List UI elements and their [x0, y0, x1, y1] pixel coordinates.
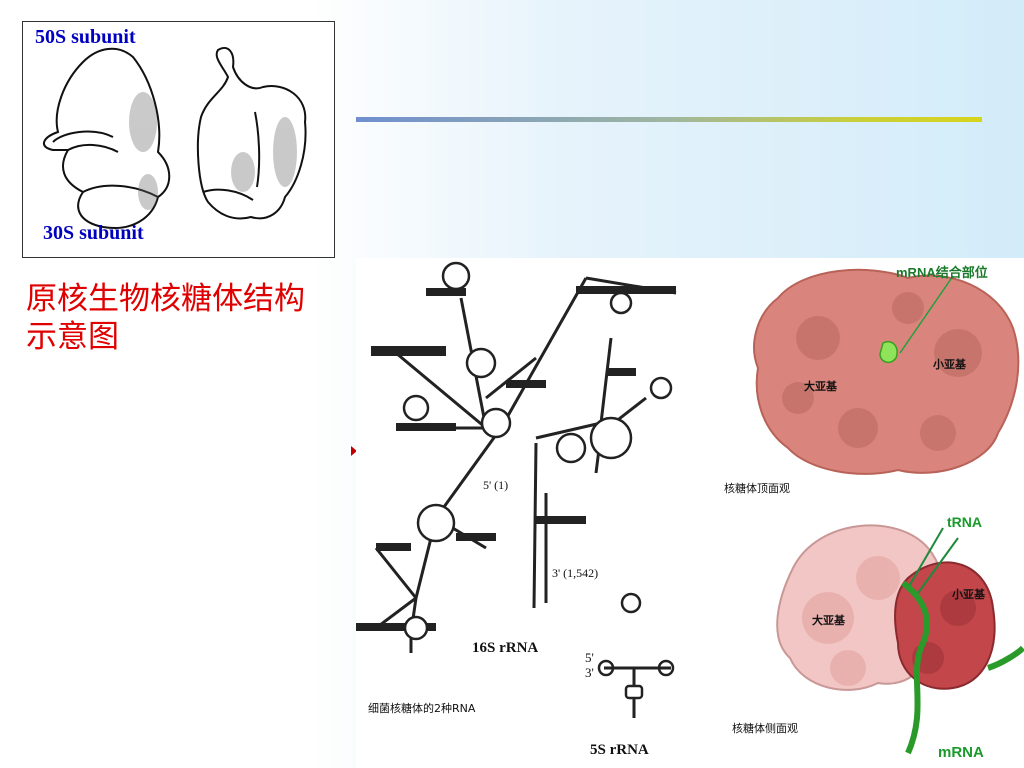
caption-line-1: 原核生物核糖体结构 — [26, 281, 305, 317]
label-side-large-subunit: 大亚基 — [812, 614, 845, 627]
label-mrna: mRNA — [938, 744, 984, 761]
label-top-small-subunit: 小亚基 — [933, 358, 966, 371]
ribosome-top-view-drawing — [753, 268, 1020, 475]
ribosome-side-view-drawing — [776, 524, 1024, 755]
rrna-caption: 细菌核糖体的2种RNA — [368, 702, 476, 715]
label-top-large-subunit: 大亚基 — [804, 380, 837, 393]
header-divider-line — [356, 117, 982, 122]
label-50s-subunit: 50S subunit — [35, 26, 136, 48]
slide-caption: 原核生物核糖体结构 示意图 — [26, 280, 356, 356]
label-16s-3prime: 3' (1,542) — [552, 566, 599, 580]
label-5s-3prime: 3' — [585, 665, 594, 680]
label-side-small-subunit: 小亚基 — [952, 588, 985, 601]
ribosome-side-view-figure: tRNA 大亚基 小亚基 mRNA 核糖体侧面观 — [708, 508, 1024, 768]
label-5s-5prime: 5' — [585, 650, 594, 665]
caption-line-2: 示意图 — [26, 319, 119, 355]
label-16s-rrna: 16S rRNA — [472, 640, 539, 656]
label-mrna-binding-site: mRNA结合部位 — [896, 265, 988, 280]
ribosome-subunit-figure: 50S subunit 30S subunit — [22, 21, 335, 258]
label-5s-rrna: 5S rRNA — [590, 742, 649, 758]
top-view-caption: 核糖体顶面观 — [724, 482, 790, 495]
ribosome-top-view-figure: mRNA结合部位 大亚基 小亚基 核糖体顶面观 — [708, 258, 1024, 508]
side-view-caption: 核糖体侧面观 — [732, 722, 798, 735]
ribosome-drawing — [43, 47, 307, 229]
rrna-structure-drawing — [356, 261, 677, 718]
rrna-structure-figure: 16S rRNA 5S rRNA 5' 3' 5' (1) 3' (1,542)… — [356, 258, 708, 768]
label-trna: tRNA — [947, 514, 982, 530]
label-30s-subunit: 30S subunit — [43, 222, 144, 244]
label-16s-5prime: 5' (1) — [483, 478, 509, 492]
arrow-marker-icon — [351, 446, 357, 456]
